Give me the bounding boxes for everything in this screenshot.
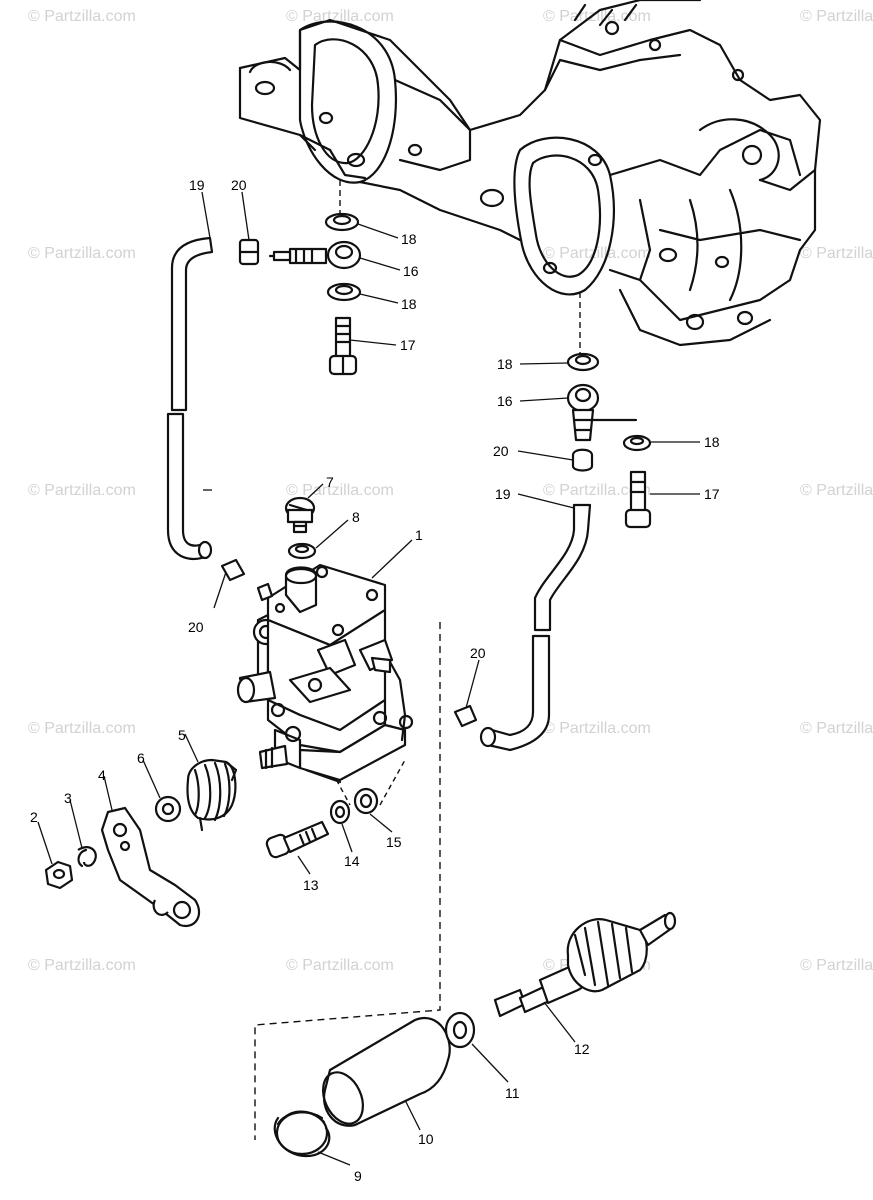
watermark-text: © Partzilla.com: [543, 8, 651, 25]
callout-9: 9: [354, 1168, 362, 1184]
callout-19-left: 19: [189, 177, 205, 193]
callout-5: 5: [178, 727, 186, 743]
right-banjo-fitting-stack: [566, 352, 652, 529]
control-lever-assembly: [44, 758, 238, 928]
callout-12: 12: [574, 1041, 590, 1057]
callout-20-right-upper: 20: [493, 443, 509, 459]
watermark-text: © Partzilla.com: [543, 720, 651, 737]
callout-1: 1: [415, 527, 423, 543]
left-banjo-fitting-stack: [268, 212, 362, 376]
callout-20-right-lower: 20: [470, 645, 486, 661]
oil-pump-assembly: [236, 563, 414, 784]
callout-14: 14: [344, 853, 360, 869]
watermark-text: © Partzilla.com: [543, 482, 651, 499]
callout-18-right-lower: 18: [704, 434, 720, 450]
callout-20-left-lower: 20: [188, 619, 204, 635]
callout-leaders: [37, 191, 700, 1166]
callout-17-right: 17: [704, 486, 720, 502]
callout-15: 15: [386, 834, 402, 850]
watermark-text: © Partzilla.com: [800, 8, 873, 25]
callout-19-right: 19: [495, 486, 511, 502]
callout-8: 8: [352, 509, 360, 525]
right-fuel-hose: [479, 503, 592, 752]
watermark-text: © Partzilla.com: [800, 482, 873, 499]
watermark-text: © Partzilla.com: [28, 245, 136, 262]
callout-20-top-left: 20: [231, 177, 247, 193]
watermark-text: © Partzilla.com: [28, 720, 136, 737]
callout-18-top-left: 18: [401, 231, 417, 247]
callout-17-left: 17: [400, 337, 416, 353]
callout-18-mid-left: 18: [401, 296, 417, 312]
watermark-text: © Partzilla.com: [800, 245, 873, 262]
callout-labels: 19 20 18 16 18 17 18 16 18 20 19 17 7 8 …: [30, 177, 720, 1184]
watermark-text: © Partzilla.com: [286, 482, 394, 499]
pump-drive-parts: [273, 911, 677, 1158]
callout-7: 7: [326, 474, 334, 490]
callout-4: 4: [98, 767, 106, 783]
bleed-screw-and-washer: [284, 496, 317, 560]
watermark-text: © Partzilla.com: [800, 720, 873, 737]
callout-13: 13: [303, 877, 319, 893]
left-fuel-hose: [166, 236, 260, 561]
callout-6: 6: [137, 750, 145, 766]
watermark-text: © Partzilla.com: [800, 957, 873, 974]
hose-clips: [220, 558, 478, 728]
watermark-text: © Partzilla.com: [28, 957, 136, 974]
watermark-text: © Partzilla.com: [543, 245, 651, 262]
callout-10: 10: [418, 1131, 434, 1147]
callout-16-left: 16: [403, 263, 419, 279]
callout-16-right: 16: [497, 393, 513, 409]
callout-18-right-upper: 18: [497, 356, 513, 372]
callout-11: 11: [505, 1085, 520, 1101]
callout-3: 3: [64, 790, 72, 806]
watermark-text: © Partzilla.com: [286, 8, 394, 25]
watermark-text: © Partzilla.com: [286, 957, 394, 974]
callout-2: 2: [30, 809, 38, 825]
watermark-text: © Partzilla.com: [28, 8, 136, 25]
watermark-text: © Partzilla.com: [28, 482, 136, 499]
mounting-bolt-and-washers: [265, 787, 379, 859]
engine-block: [238, 0, 822, 347]
